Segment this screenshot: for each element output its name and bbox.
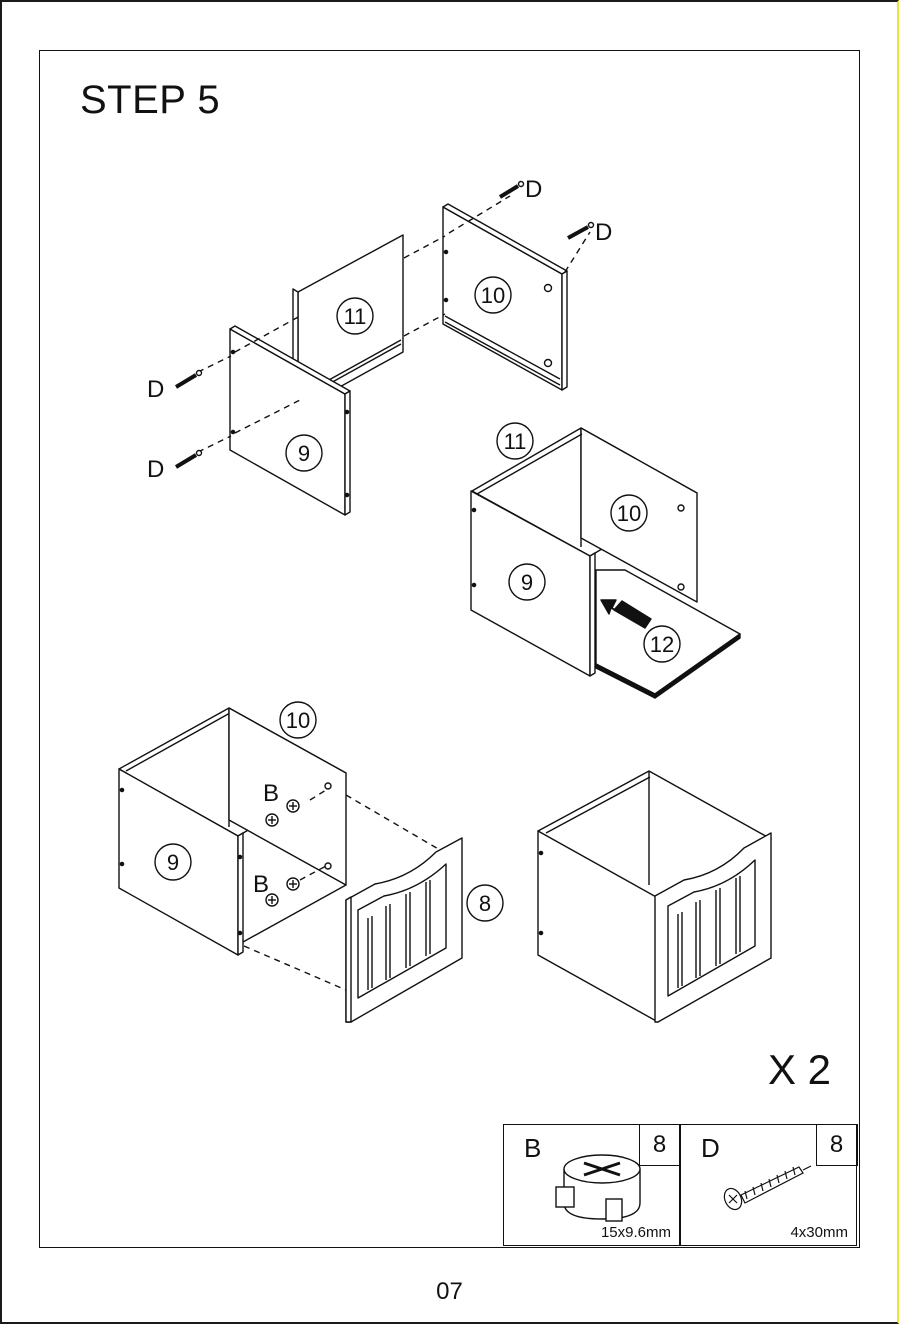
label-cam-b: B [253, 871, 269, 898]
front-panel-8 [346, 838, 462, 1022]
label-part-9: 9 [298, 441, 310, 466]
label-screw-d: D [147, 376, 164, 403]
completed-box-diagram [538, 771, 771, 1022]
label-part-10: 10 [481, 283, 505, 308]
part-dimension: 15x9.6mm [601, 1224, 671, 1241]
label-screw-d: D [595, 219, 612, 246]
quantity-multiplier: X 2 [768, 1046, 831, 1094]
label-part-10: 10 [617, 501, 641, 526]
part-dimension: 4x30mm [790, 1224, 848, 1241]
box-with-bottom-diagram [471, 428, 740, 698]
part-cell-b: B 8 15x9.6mm [503, 1124, 680, 1246]
label-part-12: 12 [650, 632, 674, 657]
label-screw-d: D [525, 176, 542, 203]
label-part-11: 11 [504, 429, 527, 454]
label-part-10: 10 [286, 708, 310, 733]
label-screw-d: D [147, 456, 164, 483]
label-part-8: 8 [479, 891, 491, 916]
label-part-11: 11 [344, 304, 367, 329]
label-part-9: 9 [167, 850, 179, 875]
part-cell-d: D 8 4x30mm [680, 1124, 857, 1246]
parts-list: B 8 15x9.6mm D 8 4x30mm [503, 1124, 858, 1246]
page-number: 07 [0, 1278, 899, 1306]
label-part-9: 9 [521, 570, 533, 595]
label-cam-b: B [263, 780, 279, 807]
